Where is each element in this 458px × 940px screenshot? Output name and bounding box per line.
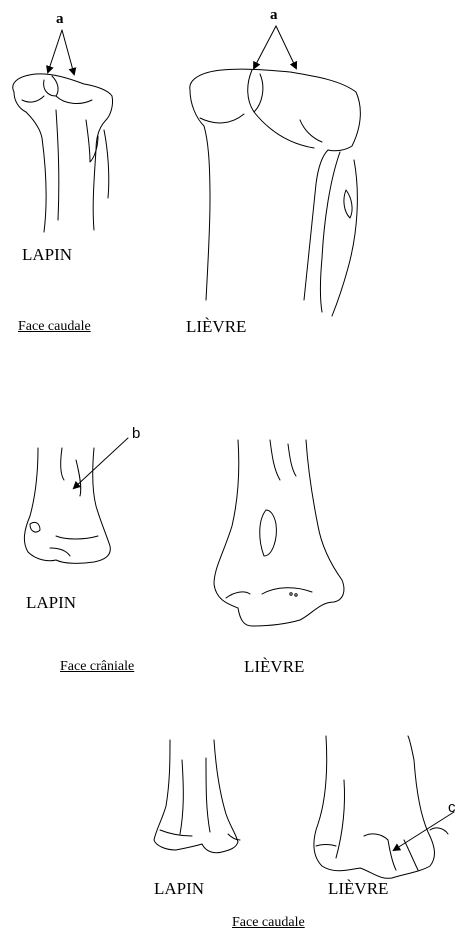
hare-cranial-bone bbox=[214, 440, 344, 626]
label-lievre-2: LIÈVRE bbox=[244, 658, 304, 675]
arrow-a-right-2 bbox=[276, 26, 296, 68]
rabbit-cranial-bone bbox=[24, 448, 110, 563]
rabbit-caudal-bone-top bbox=[13, 74, 113, 232]
label-lievre-3: LIÈVRE bbox=[328, 880, 388, 897]
caption-face-caudale-2: Face caudale bbox=[232, 916, 305, 930]
caption-face-craniale: Face crâniale bbox=[60, 660, 134, 674]
arrow-a-left-1 bbox=[48, 30, 62, 72]
annotation-c: c bbox=[448, 800, 456, 815]
arrow-a-left-2 bbox=[254, 26, 276, 68]
caption-face-caudale-1: Face caudale bbox=[18, 320, 91, 334]
annotation-a-right: a bbox=[270, 8, 278, 23]
rabbit-caudal-bone-bottom bbox=[154, 740, 240, 853]
label-lievre-1: LIÈVRE bbox=[186, 318, 246, 335]
arrow-b bbox=[74, 438, 128, 488]
hare-caudal-bone-top bbox=[190, 69, 361, 316]
arrow-a-right-1 bbox=[62, 30, 74, 74]
annotation-a-left: a bbox=[56, 12, 64, 27]
annotation-b: b bbox=[132, 426, 140, 441]
label-lapin-2: LAPIN bbox=[26, 594, 76, 611]
label-lapin-1: LAPIN bbox=[22, 246, 72, 263]
label-lapin-3: LAPIN bbox=[154, 880, 204, 897]
hare-caudal-bone-bottom bbox=[314, 736, 448, 878]
